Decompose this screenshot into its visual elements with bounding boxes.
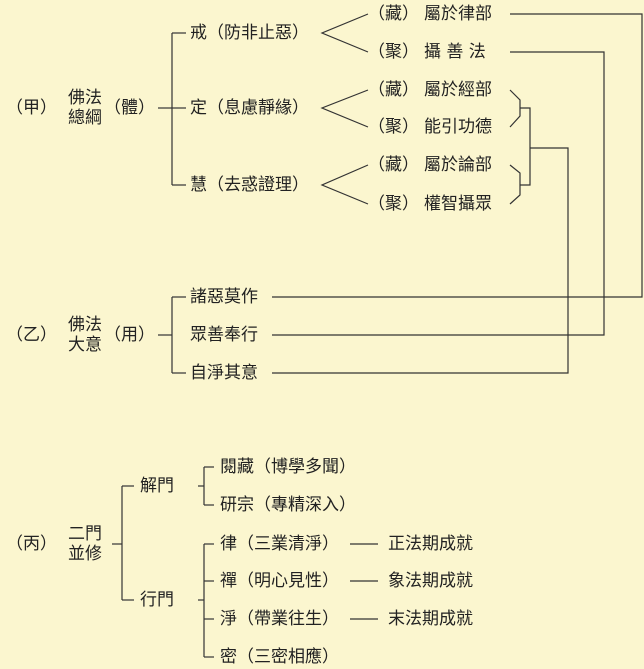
zang-label: （藏）	[368, 4, 419, 24]
verse-line-1: 諸惡莫作	[190, 287, 258, 307]
dharma-age: 末法期成就	[388, 609, 473, 629]
xing-item: 律（三業清淨）	[220, 534, 339, 554]
branch-precept: 戒（防非止惡）	[190, 23, 309, 43]
section-b-aspect: （用）	[104, 325, 155, 345]
ju-text: 能引功德	[424, 117, 492, 137]
jie-item: 研宗（專精深入）	[220, 495, 356, 515]
section-b-title-1: 佛法	[68, 315, 102, 335]
jie-men: 解門	[140, 476, 174, 496]
zang-label: （藏）	[368, 155, 419, 175]
zang-label: （藏）	[368, 80, 419, 100]
link-vinaya	[272, 13, 643, 298]
section-c-title-2: 並修	[68, 544, 102, 564]
xing-men: 行門	[140, 590, 174, 610]
verse-line-3: 自淨其意	[190, 363, 258, 383]
section-b-label: （乙）	[6, 325, 57, 345]
fork-hui	[320, 164, 369, 205]
link-good	[272, 51, 605, 336]
section-a-title-2: 總綱	[68, 108, 102, 128]
ju-label: （聚）	[368, 42, 419, 62]
section-c-label: （丙）	[6, 534, 57, 554]
branch-samadhi: 定（息慮靜緣）	[190, 98, 309, 118]
branch-wisdom: 慧（去惑證理）	[190, 175, 309, 195]
section-a-label: （甲）	[6, 98, 57, 118]
ju-label: （聚）	[368, 194, 419, 214]
section-a-aspect: （體）	[104, 98, 155, 118]
xing-item: 密（三密相應）	[220, 647, 339, 667]
section-b-title-2: 大意	[68, 335, 102, 355]
bracket-join	[520, 107, 531, 186]
dharma-age: 象法期成就	[388, 571, 473, 591]
fork-ding	[320, 89, 369, 128]
zang-text: 屬於經部	[424, 80, 492, 100]
bracket-sutra	[509, 89, 521, 128]
zang-text: 屬於論部	[424, 155, 492, 175]
zang-text: 屬於律部	[424, 4, 492, 24]
jie-item: 閱藏（博學多聞）	[220, 457, 356, 477]
section-a-title-1: 佛法	[68, 88, 102, 108]
bracket-abhidharma	[509, 164, 521, 205]
ju-text: 攝 善 法	[424, 42, 486, 62]
verse-line-2: 眾善奉行	[190, 325, 258, 345]
fork-jie	[320, 13, 369, 53]
xing-item: 淨（帶業往生）	[220, 609, 339, 629]
link-mind	[272, 147, 569, 374]
dharma-age: 正法期成就	[388, 534, 473, 554]
xing-item: 禪（明心見性）	[220, 571, 339, 591]
section-c-title-1: 二門	[68, 524, 102, 544]
ju-label: （聚）	[368, 117, 419, 137]
ju-text: 權智攝眾	[424, 194, 492, 214]
